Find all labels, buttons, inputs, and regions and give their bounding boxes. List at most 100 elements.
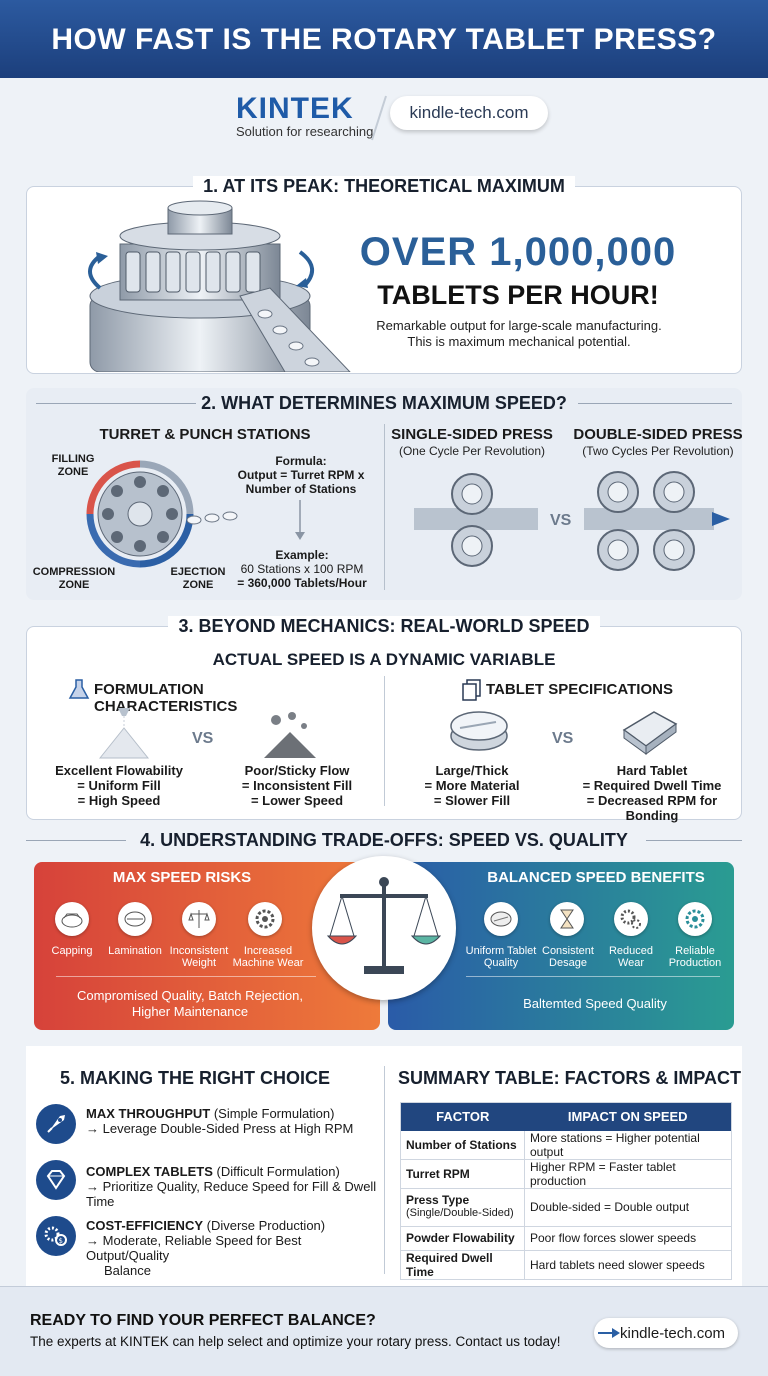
footer-cta: READY TO FIND YOUR PERFECT BALANCE? <box>30 1312 376 1329</box>
hard-tablet-text: Hard Tablet= Required Dwell Time= Decrea… <box>582 763 722 823</box>
cost-gear-icon: $ <box>36 1216 76 1256</box>
turret-title: TURRET & PUNCH STATIONS <box>99 426 311 443</box>
risks-title: MAX SPEED RISKS <box>112 869 252 886</box>
logo-text: KINTEK <box>236 92 354 125</box>
flask-icon <box>68 679 90 699</box>
single-sided-rollers-icon <box>414 473 538 567</box>
peak-output-number: OVER 1,000,000 <box>359 230 677 274</box>
peak-output-unit: TABLETS PER HOUR! <box>377 280 659 310</box>
risk-label-capping: Capping <box>51 945 93 957</box>
lamination-icon <box>118 902 152 936</box>
spec-vs-label: VS <box>552 730 574 747</box>
factor-cell: Number of Stations <box>400 1130 525 1160</box>
balance-scale-icon <box>326 877 442 974</box>
page-title: HOW FAST IS THE ROTARY TABLET PRESS? <box>0 0 768 78</box>
section-5-divider <box>384 1066 385 1274</box>
factor-cell: Powder Flowability <box>400 1226 525 1251</box>
benefits-title: BALANCED SPEED BENEFITS <box>487 869 705 886</box>
section-2-title: 2. WHAT DETERMINES MAXIMUM SPEED? <box>201 393 567 413</box>
flow-vs-label: VS <box>192 730 214 747</box>
large-tablet-text: Large/Thick= More Material= Slower Fill <box>424 763 520 808</box>
section-3-title: 3. BEYOND MECHANICS: REAL-WORLD SPEED <box>26 616 742 637</box>
hourglass-icon <box>550 902 584 936</box>
section-1-title: 1. AT ITS PEAK: THEORETICAL MAXIMUM <box>26 176 742 197</box>
site-link[interactable]: kindle-tech.com <box>390 96 548 130</box>
risk-footer-1: Compromised Quality, Batch Rejection, <box>77 988 303 1003</box>
down-arrow-icon <box>295 500 305 540</box>
document-icon <box>462 679 481 701</box>
factor-cell: Required Dwell Time <box>400 1250 525 1280</box>
sticky-powder-icon <box>264 712 316 758</box>
benefit-footer: Baltemted Speed Quality <box>523 996 667 1011</box>
kintek-logo[interactable]: KINTEK Solution for researching <box>236 92 373 139</box>
machine-wear-gear-icon <box>248 902 282 936</box>
factor-cell: Turret RPM <box>400 1159 525 1189</box>
risk-footer-2: Higher Maintenance <box>131 1004 249 1019</box>
choice-complex: COMPLEX TABLETS (Difficult Formulation)→… <box>86 1164 377 1209</box>
impact-cell: More stations = Higher potential output <box>524 1130 732 1160</box>
hard-tablet-icon <box>622 711 678 755</box>
diamond-icon <box>36 1160 76 1200</box>
tablet-spec-title: TABLET SPECIFICATIONS <box>486 681 673 698</box>
turret-diagram-icon <box>86 460 238 568</box>
single-press-title: SINGLE-SIDED PRESS <box>391 426 553 443</box>
table-row: Press Type(Single/Double-Sided)Double-si… <box>400 1188 732 1227</box>
peak-note-2: This is maximum mechanical potential. <box>407 334 631 349</box>
col-factor: FACTOR <box>400 1102 525 1131</box>
section-3-subtitle: ACTUAL SPEED IS A DYNAMIC VARIABLE <box>212 650 556 669</box>
divider-slash-icon <box>371 95 387 141</box>
good-flow-text: Excellent Flowability= Uniform Fill= Hig… <box>55 763 183 808</box>
summary-table: FACTOR IMPACT ON SPEED Number of Station… <box>400 1102 732 1280</box>
impact-cell: Double-sided = Double output <box>524 1188 732 1227</box>
formulation-title: FORMULATION CHARACTERISTICS <box>94 681 238 715</box>
single-press-subtitle: (One Cycle Per Revolution) <box>398 444 546 458</box>
factor-cell: Press Type(Single/Double-Sided) <box>400 1188 525 1227</box>
rotary-press-illustration-icon <box>88 200 351 372</box>
capping-icon <box>55 902 89 936</box>
choice-cost: COST-EFFICIENCY (Diverse Production)→ Mo… <box>86 1218 326 1278</box>
logo-tagline: Solution for researching <box>236 124 374 139</box>
choice-throughput: MAX THROUGHPUT (Simple Formulation)→ Lev… <box>86 1106 354 1136</box>
impact-cell: Poor flow forces slower speeds <box>524 1226 732 1251</box>
press-vs-label: VS <box>550 512 572 529</box>
section-4-rule-right <box>646 840 742 841</box>
arrow-right-icon <box>598 1328 620 1338</box>
rocket-icon <box>36 1104 76 1144</box>
gears-icon <box>614 902 648 936</box>
example-block: Example:60 Stations x 100 RPM= 360,000 T… <box>237 548 367 590</box>
section-4-title: 4. UNDERSTANDING TRADE-OFFS: SPEED VS. Q… <box>140 830 628 850</box>
svg-text:$: $ <box>59 1237 63 1245</box>
double-sided-rollers-icon <box>584 471 730 571</box>
good-flow-powder-icon <box>98 708 150 759</box>
impact-cell: Hard tablets need slower speeds <box>524 1250 732 1280</box>
uniform-tablet-icon <box>484 902 518 936</box>
section-3-divider <box>384 676 385 806</box>
risk-label-lamination: Lamination <box>108 945 162 957</box>
benefit-divider <box>466 976 720 977</box>
footer-text: The experts at KINTEK can help select an… <box>30 1334 561 1349</box>
weight-scale-icon <box>182 902 216 936</box>
summary-title: SUMMARY TABLE: FACTORS & IMPACT <box>398 1068 741 1088</box>
footer-site-link[interactable]: kindle-tech.com <box>620 1325 726 1342</box>
section-5-title: 5. MAKING THE RIGHT CHOICE <box>60 1068 331 1088</box>
section-2-rule-right <box>578 403 732 404</box>
section-2-divider <box>384 424 385 590</box>
risk-divider <box>56 976 316 977</box>
col-impact: IMPACT ON SPEED <box>524 1102 732 1131</box>
summary-header-row: FACTOR IMPACT ON SPEED <box>400 1102 732 1131</box>
section-4-rule-left <box>26 840 126 841</box>
